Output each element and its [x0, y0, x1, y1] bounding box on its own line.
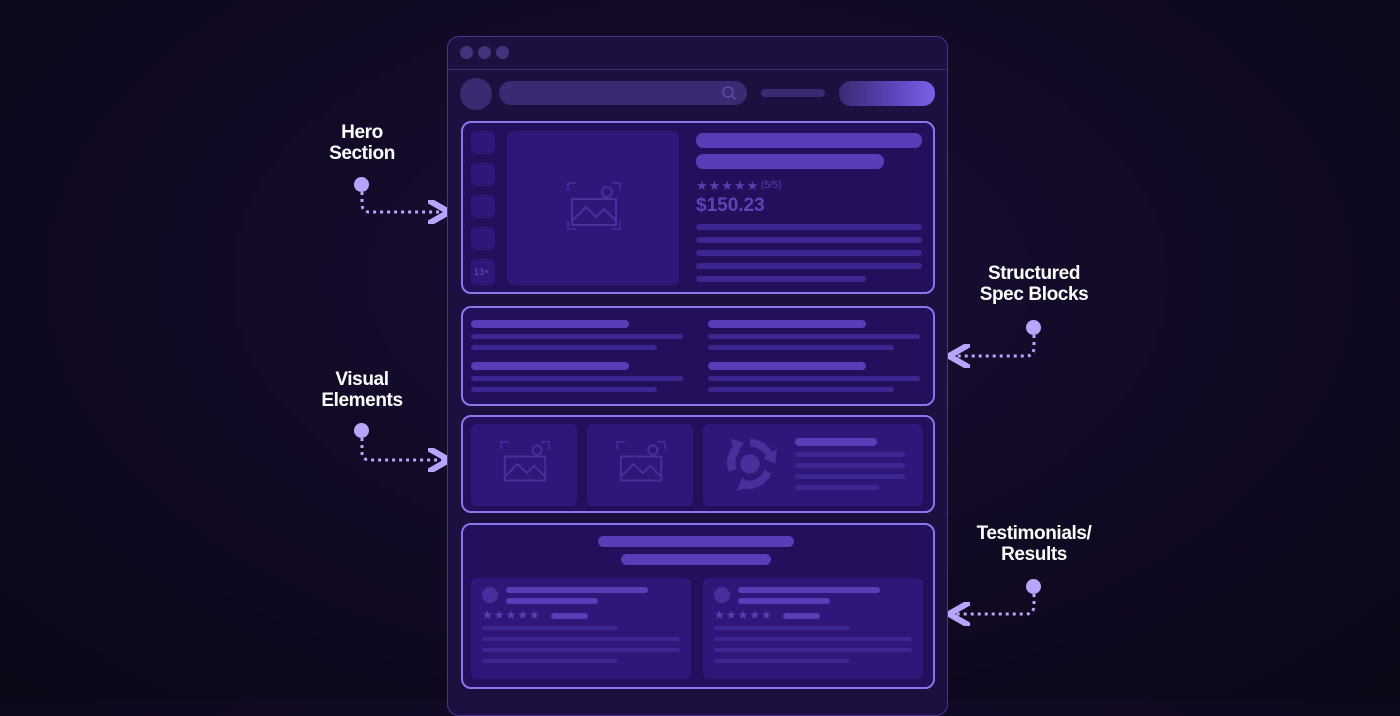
description-line-4 [696, 263, 922, 269]
thumbnail-2 [471, 163, 495, 186]
review-tag [783, 613, 820, 619]
avatar [482, 587, 498, 603]
spec-heading-3 [708, 320, 866, 328]
rating-note: (5/5) [761, 180, 782, 191]
testimonials-heading-2 [621, 554, 771, 565]
spec-line-2a [471, 376, 683, 381]
testimonials-heading-1 [598, 536, 794, 547]
image-placeholder-icon [616, 441, 666, 482]
thumbnail-more: 13+ [471, 259, 495, 285]
window-dot-3 [496, 46, 509, 59]
spec-line-4b [708, 387, 894, 392]
image-placeholder-icon [567, 182, 621, 230]
avatar [714, 587, 730, 603]
feature-line-3 [795, 474, 905, 479]
description-line-3 [696, 250, 922, 256]
reviewer-title [738, 598, 830, 604]
visual-label-line2: Elements [321, 390, 403, 411]
visual-section [461, 415, 935, 513]
description-line-1 [696, 224, 922, 230]
review-line-3 [714, 648, 912, 652]
feature-line-1 [795, 452, 905, 457]
search-icon [722, 86, 737, 101]
product-price: $150.23 [696, 195, 765, 216]
thumbnail-3 [471, 195, 495, 218]
spec-label-line2: Spec Blocks [979, 284, 1089, 305]
hero-section: 13+ ★★★★★ (5/5) $150.23 [461, 121, 935, 294]
hero-label-line1: Hero [341, 122, 383, 143]
testimonials-annotation-dot [1026, 579, 1041, 594]
spec-line-2b [471, 387, 657, 392]
testimonials-section: ★★★★★ ★★★★★ [461, 523, 935, 689]
hero-image [507, 131, 679, 285]
spec-annotation-dot [1026, 320, 1041, 335]
review-line-2 [482, 637, 680, 641]
thumbnail-count: 13+ [474, 267, 490, 277]
testimonials-label-line1: Testimonials/ [976, 523, 1092, 544]
spec-label-line1: Structured [987, 263, 1081, 284]
spec-line-1b [471, 345, 657, 350]
hero-annotation-label: Hero Section [312, 122, 412, 164]
browser-mockup: 13+ ★★★★★ (5/5) $150.23 [447, 36, 948, 716]
spec-heading-1 [471, 320, 629, 328]
feature-heading [795, 438, 877, 446]
spec-line-1a [471, 334, 683, 339]
review-stars: ★★★★★ [482, 608, 541, 622]
product-title-line-1 [696, 133, 922, 148]
feature-line-2 [795, 463, 905, 468]
testimonials-annotation-label: Testimonials/ Results [959, 523, 1109, 565]
image-placeholder-icon [500, 441, 550, 482]
window-dot-2 [478, 46, 491, 59]
thumbnail-1 [471, 131, 495, 154]
cycle-arrows-icon [727, 438, 778, 492]
reviewer-name [506, 587, 648, 593]
visual-connector [360, 438, 446, 460]
reviewer-name [738, 587, 880, 593]
hero-label-line2: Section [329, 143, 395, 164]
spec-section [461, 306, 935, 406]
cta-button-placeholder [839, 81, 935, 106]
spec-line-3b [708, 345, 894, 350]
search-bar [499, 81, 747, 105]
visual-label-line1: Visual [335, 369, 389, 390]
nav-link-placeholder [761, 89, 825, 97]
visual-feature-card [703, 424, 923, 506]
spec-heading-4 [708, 362, 866, 370]
review-line-3 [482, 648, 680, 652]
browser-titlebar [448, 37, 947, 70]
visual-image-2 [587, 424, 693, 506]
rating-stars: ★★★★★ [696, 178, 760, 193]
testimonial-card-1: ★★★★★ [471, 578, 691, 679]
review-line-1 [714, 626, 850, 630]
spec-line-4a [708, 376, 920, 381]
review-line-4 [482, 659, 618, 663]
visual-annotation-label: Visual Elements [299, 369, 425, 411]
hero-connector [360, 192, 446, 212]
description-line-2 [696, 237, 922, 243]
testimonial-card-2: ★★★★★ [703, 578, 923, 679]
product-title-line-2 [696, 154, 884, 169]
annotation-connectors [360, 192, 1036, 700]
thumbnail-4 [471, 227, 495, 250]
spec-heading-2 [471, 362, 629, 370]
spec-line-3a [708, 334, 920, 339]
review-stars: ★★★★★ [714, 608, 773, 622]
testimonials-label-line2: Results [1001, 544, 1067, 565]
review-tag [551, 613, 588, 619]
visual-image-1 [471, 424, 577, 506]
avatar [460, 78, 492, 110]
window-dot-1 [460, 46, 473, 59]
feature-line-4 [795, 485, 879, 490]
spec-connector [952, 335, 1036, 356]
reviewer-title [506, 598, 598, 604]
description-line-5 [696, 276, 866, 282]
review-line-1 [482, 626, 618, 630]
review-line-4 [714, 659, 850, 663]
review-line-2 [714, 637, 912, 641]
hero-annotation-dot [354, 177, 369, 192]
visual-annotation-dot [354, 423, 369, 438]
spec-annotation-label: Structured Spec Blocks [964, 263, 1104, 305]
testimonials-connector [952, 594, 1036, 614]
